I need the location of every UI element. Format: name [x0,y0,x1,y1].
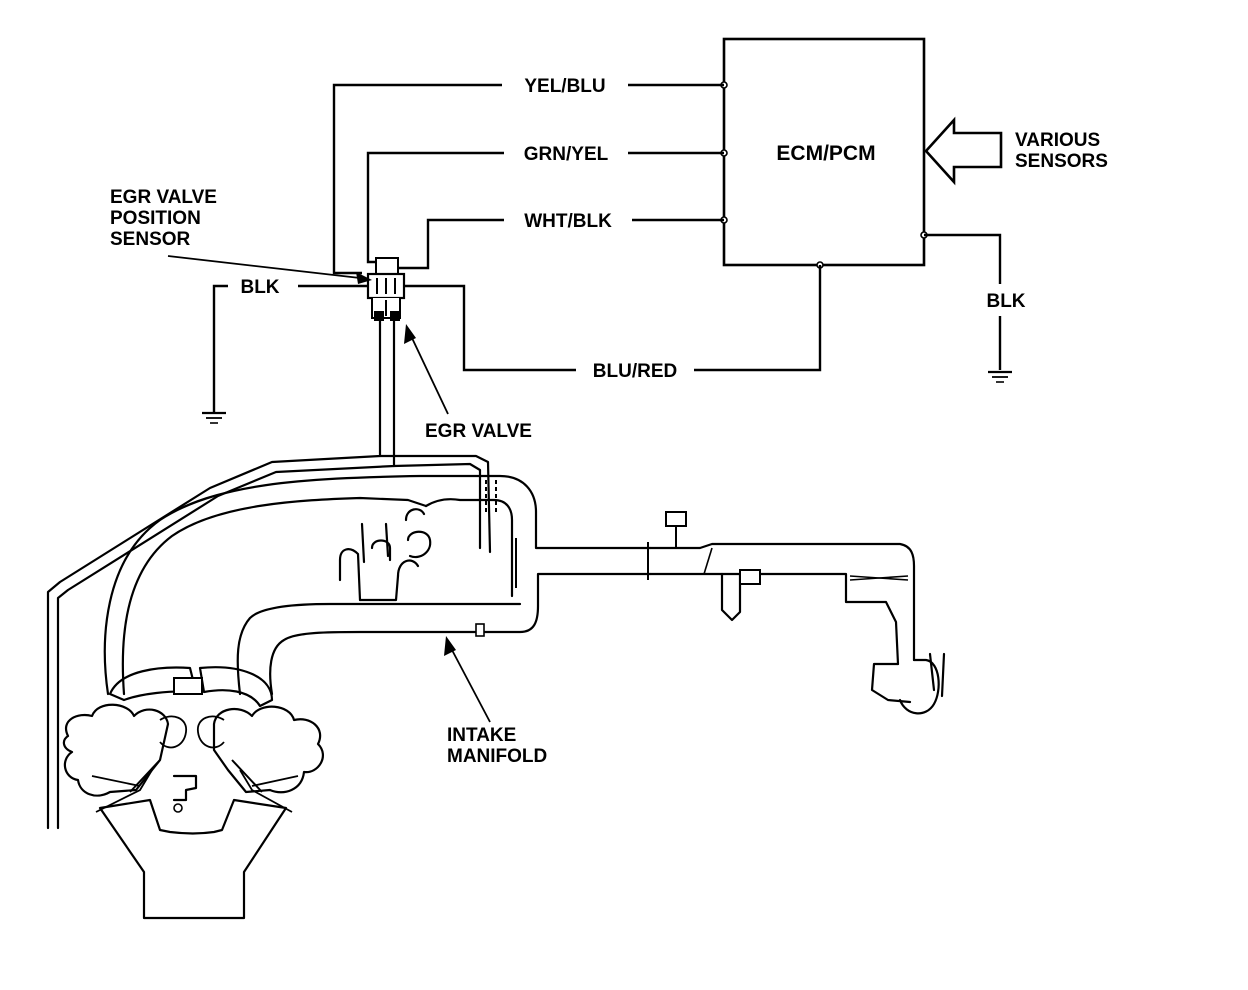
wire-blk-right [924,233,1002,370]
egr-pipe [46,318,492,830]
ecm-label: ECM/PCM [776,142,875,165]
ground-symbol-left [202,411,226,424]
ecm-box [722,37,926,267]
wire-blk-left [212,284,370,412]
various-sensors-label-1: VARIOUS [1015,130,1100,151]
wire-grn-yel [366,151,724,264]
wire-label-wht-blk: WHT/BLK [524,211,612,232]
egr-sensor-label-2: POSITION [110,208,201,229]
egr-valve-leader [404,324,449,415]
intake-label-2: MANIFOLD [447,746,547,767]
wire-label-blk-right: BLK [986,291,1025,312]
various-sensors-arrow [924,116,1003,186]
egr-sensor-label-1: EGR VALVE [110,187,217,208]
wire-wht-blk [398,218,724,270]
wire-label-blk-left: BLK [240,277,279,298]
intake-label-1: INTAKE [447,725,516,746]
engine-block [62,666,324,920]
egr-sensor-label-3: SENSOR [110,229,191,250]
wire-label-grn-yel: GRN/YEL [524,144,609,165]
various-sensors-label-2: SENSORS [1015,151,1108,172]
intake-manifold [103,474,946,715]
ground-symbol-right [988,370,1012,383]
wire-yel-blu [332,83,724,275]
egr-sensor-leader [167,255,372,284]
egr-valve-assembly [366,257,406,321]
wire-blu-red [404,265,822,372]
intake-leader [444,636,491,723]
egr-valve-label: EGR VALVE [425,421,532,442]
wire-label-yel-blu: YEL/BLU [524,76,605,97]
wire-label-blu-red: BLU/RED [593,361,677,382]
